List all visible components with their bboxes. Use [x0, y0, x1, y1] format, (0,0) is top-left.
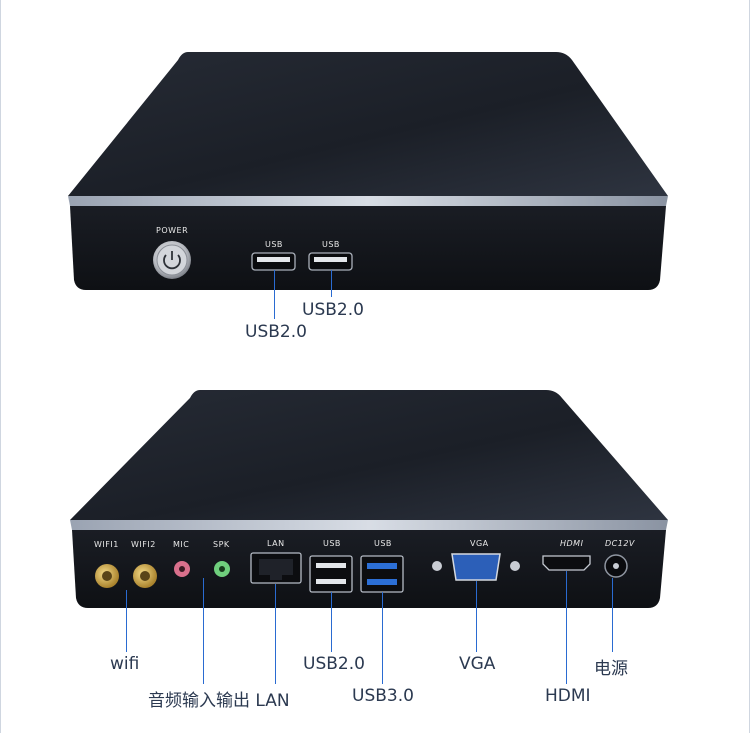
callout-line-front-usb-left [274, 270, 275, 319]
lan-port-graphic [250, 552, 302, 584]
spk-port-label: SPK [213, 540, 230, 549]
callout-hdmi: HDMI [545, 686, 591, 706]
callout-front-usb-right: USB2.0 [302, 300, 364, 320]
callout-line-audio [203, 578, 204, 684]
wifi2-port-label: WIFI2 [131, 540, 156, 549]
callout-usb2: USB2.0 [303, 654, 365, 674]
wifi-antenna-connectors-graphic [95, 564, 157, 588]
callout-line-hdmi [566, 571, 567, 684]
callout-line-power [612, 578, 613, 652]
lan-port-label: LAN [267, 539, 285, 548]
front-usb-ports-graphic [251, 252, 353, 271]
callout-line-lan [275, 584, 276, 684]
mic-port-label: MIC [173, 540, 190, 549]
rear-usb2-ports-graphic [309, 555, 353, 593]
callout-audio-lan: 音频输入输出 LAN [148, 691, 290, 711]
callout-power: 电源 [594, 659, 628, 679]
rear-usb3-ports-graphic [360, 555, 404, 593]
dc-port-label: DC12V [605, 539, 635, 548]
callout-usb3: USB3.0 [352, 686, 414, 706]
hdmi-port-graphic [542, 555, 591, 571]
power-port-label: POWER [156, 226, 189, 235]
callout-line-vga [476, 581, 477, 652]
callout-wifi: wifi [110, 654, 140, 674]
callout-vga: VGA [459, 654, 496, 674]
wifi1-port-label: WIFI1 [94, 540, 119, 549]
dc-jack-graphic [604, 554, 628, 578]
callout-front-usb-left: USB2.0 [245, 322, 307, 342]
front-unit [68, 52, 668, 290]
usb-port-label-2: USB [322, 240, 340, 249]
callout-line-front-usb-right [331, 270, 332, 297]
usb-b-port-label: USB [374, 539, 392, 548]
hdmi-port-label: HDMI [560, 539, 584, 548]
callout-line-usb2 [331, 592, 332, 652]
vga-port-label: VGA [470, 539, 489, 548]
audio-jacks-graphic [174, 561, 230, 577]
vga-port-graphic [432, 553, 520, 581]
callout-line-usb3 [382, 592, 383, 684]
callout-line-wifi [126, 590, 127, 652]
usb-port-label-1: USB [265, 240, 283, 249]
usb-a-port-label: USB [323, 539, 341, 548]
power-button-graphic [153, 241, 191, 279]
frame-left-edge [0, 0, 1, 733]
